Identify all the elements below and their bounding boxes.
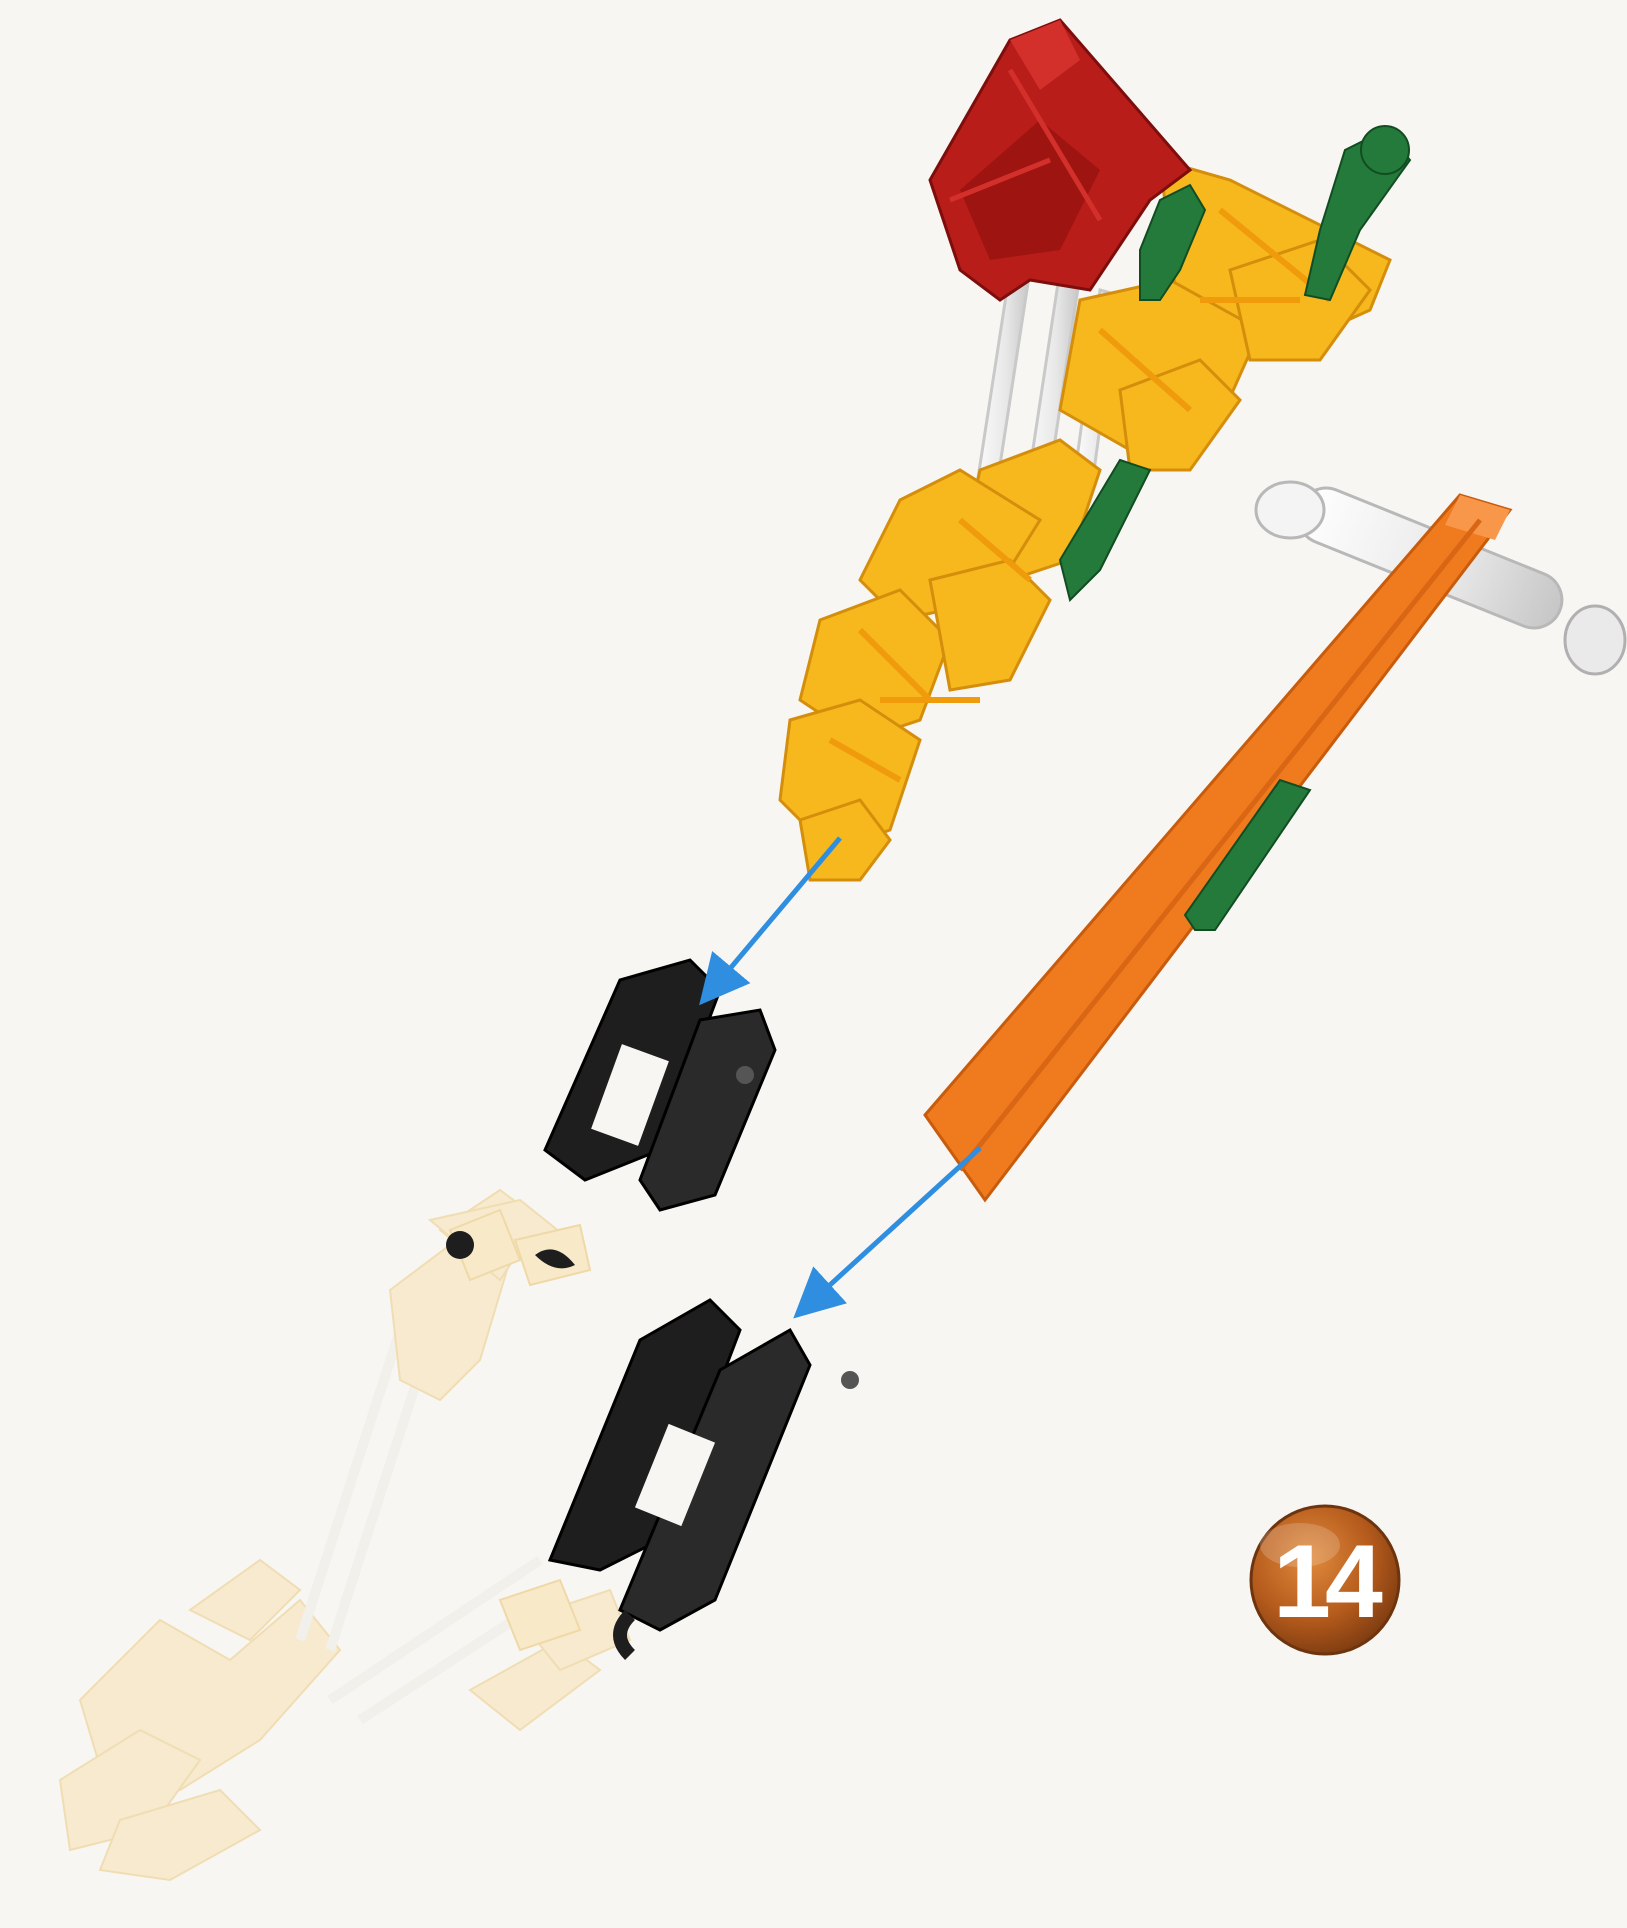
black-clip-upper [545, 960, 775, 1210]
step-badge: 14 [1251, 1506, 1399, 1654]
arrow-yellow-to-clip [712, 838, 840, 990]
step-number: 14 [1273, 1524, 1383, 1640]
arrow-orange-to-clip [808, 1148, 980, 1305]
faded-clip-pieces [450, 1210, 590, 1650]
faded-previous-assembly [60, 1190, 630, 1880]
faded-yellow-connector [60, 1560, 340, 1880]
